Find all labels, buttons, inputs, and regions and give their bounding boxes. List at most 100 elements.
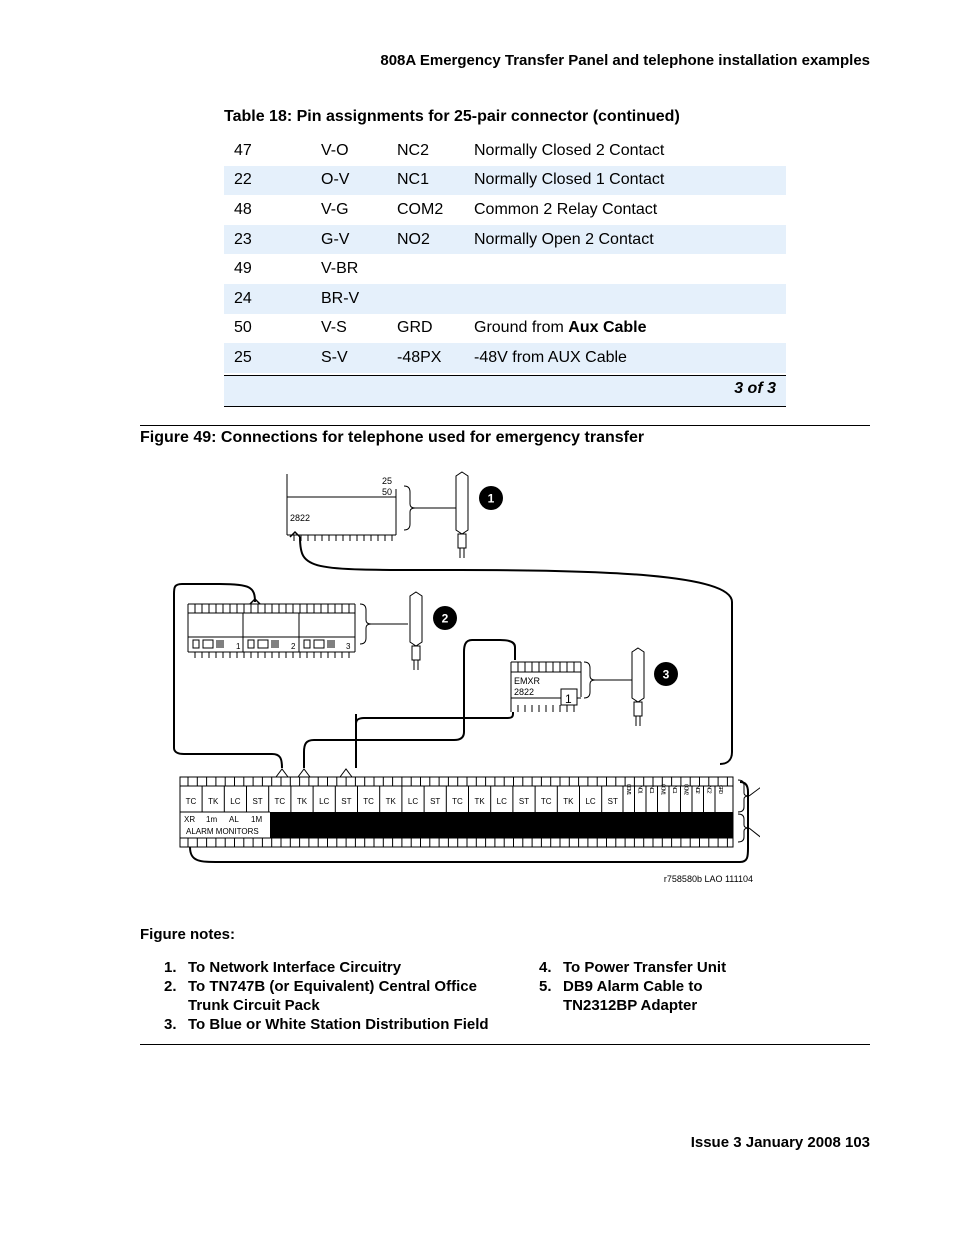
strip-label: TK [208,797,219,806]
color-code-cell: V-G [321,200,349,218]
emxr-slot-label-1: 1 [565,692,572,706]
strip-vertical-label: NC2 [706,785,712,793]
description-cell: Normally Closed 2 Contact [464,136,786,166]
figure-code: r758580b LAO 111104 [664,874,753,884]
pin-cell: 24 [224,283,311,314]
lead-cell [387,254,464,284]
block-tick [192,639,200,649]
alarm-label-1M: 1M [251,815,262,824]
pin-cell: 47 [234,141,252,159]
connection-diagram: 25 50 2822 1 2 3 [173,471,760,884]
page-footer: Issue 3 January 2008 103 [690,1134,870,1151]
strip-label: ST [519,797,529,806]
color-code-cell: V-S [321,319,347,337]
cp-slot-label-3: 3 [346,642,351,651]
strip-vertical-label: NO2 [694,785,700,794]
strip-label: TC [186,797,197,806]
cp-block-brace [359,603,372,645]
cable-emxr-lower [355,712,514,725]
lead-cell: -48PX [387,343,464,373]
top-block-label-25: 25 [382,476,392,486]
description-text: Normally Closed 2 Contact [474,141,665,159]
lead-cell: NC2 [397,141,430,159]
figure-note-item: 1.To Network Interface Circuitry [164,958,514,977]
strip-vertical-label: NO1 [637,785,643,794]
cable-strip-loop [189,781,749,863]
figure-top-rule [140,425,870,426]
lead-cell: NC1 [387,165,464,196]
top-connecting-block [286,474,397,541]
description-text: Common 2 Relay Contact [474,200,658,218]
strip-vertical-label: NC1 [648,785,654,793]
strip-label: TK [297,797,308,806]
emxr-label: EMXR [514,676,541,686]
color-code-cell: V-BR [321,260,359,278]
figure-note-text: To Power Transfer Unit [563,959,727,976]
strip-vertical-label: COM2 [683,784,689,796]
svg-text:1: 1 [488,492,495,506]
block-tick [257,639,269,649]
description-cell: Normally Open 2 Contact [464,224,786,255]
cable-cp-block [173,583,283,769]
description-text: Normally Open 2 Contact [474,230,654,248]
callout-3: 3 [654,662,678,686]
description-text: Normally Closed 1 Contact [474,171,665,189]
lead-cell: GRD [397,319,433,337]
pin-cell: 49 [234,260,252,278]
top-block-label-2822: 2822 [290,513,310,523]
svg-text:2: 2 [442,612,449,626]
strip-vertical-label: COM1 [625,784,631,796]
top-block-brace [403,485,416,531]
description-text: -48V from AUX Cable [474,348,627,366]
strip-label: LC [585,797,595,806]
top-block-label-50: 50 [382,487,392,497]
strip-label: TC [274,797,285,806]
figure-note-number: 1. [164,959,177,976]
figure-note-text: DB9 Alarm Cable to TN2312BP Adapter [563,978,703,1014]
strip-vertical-label: GRD [717,785,723,795]
color-code-cell: S-V [311,343,387,373]
figure-notes-title: Figure notes: [140,926,236,943]
emxr-block-brace [583,661,596,699]
strip-label: ST [430,797,440,806]
strip-label: ST [341,797,351,806]
cp-slot-label-1: 1 [236,642,241,651]
lead-cell: COM2 [397,200,444,218]
strip-label: LC [319,797,329,806]
figure-bottom-rule [140,1044,870,1045]
block-tick [303,639,311,649]
pin-cell: 23 [224,224,311,255]
figure-note-number: 3. [164,1016,177,1033]
color-code-cell: V-O [321,141,349,159]
strip-label: ST [608,797,618,806]
alarm-label-1m: 1m [206,815,217,824]
strip-label: TC [452,797,463,806]
table-row: 49 V-BR [224,254,786,284]
figure-caption: Figure 49: Connections for telephone use… [140,429,645,446]
lead-cell [387,283,464,314]
circuit-pack-block [187,603,356,658]
block-tick [247,639,255,649]
cable-clip [289,530,301,538]
figure-note-number: 4. [539,959,552,976]
plug-connector-icon [631,647,645,726]
cable-top-block [299,536,733,765]
strip-label: TK [386,797,397,806]
figure-note-item: 5.DB9 Alarm Cable to TN2312BP Adapter [539,977,769,1015]
emxr-label-2822: 2822 [514,687,534,697]
block-tick [313,639,325,649]
strip-vertical-label: COM1 [660,784,666,796]
cp-slot-label-2: 2 [291,642,296,651]
figure-note-text: To TN747B (or Equivalent) Central Office… [188,978,477,1014]
cable-clip [249,597,261,605]
lead-cell: NO2 [387,224,464,255]
figure-note-text: To Blue or White Station Distribution Fi… [188,1016,489,1033]
pin-cell: 22 [224,165,311,196]
cable-emxr-block [303,639,516,768]
